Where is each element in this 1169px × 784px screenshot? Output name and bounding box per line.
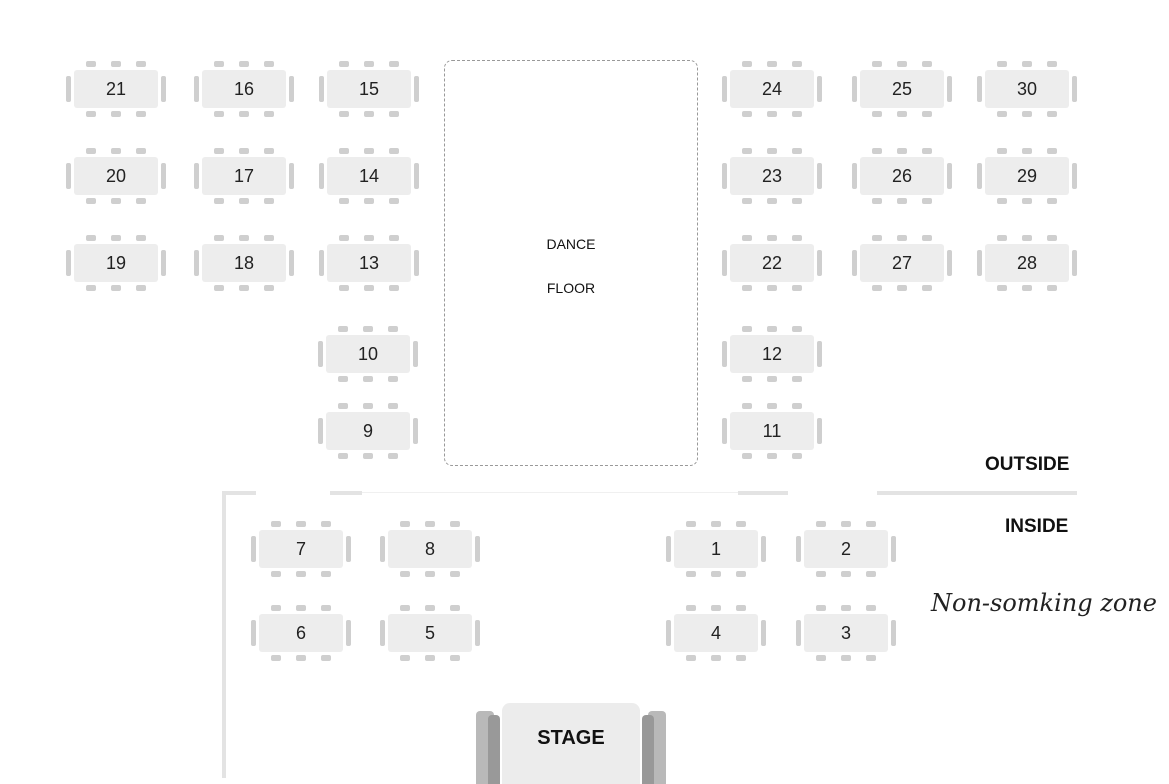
table-29[interactable]: 29 (977, 148, 1077, 204)
table-6[interactable]: 6 (251, 605, 351, 661)
non-smoking-zone-label: Non-somking zone (931, 589, 1157, 617)
table-20[interactable]: 20 (66, 148, 166, 204)
table-2[interactable]: 2 (796, 521, 896, 577)
table-10[interactable]: 10 (318, 326, 418, 382)
table-number: 21 (74, 70, 158, 108)
stage-label: STAGE (502, 703, 640, 784)
table-number: 17 (202, 157, 286, 195)
table-number: 18 (202, 244, 286, 282)
table-number: 13 (327, 244, 411, 282)
table-number: 14 (327, 157, 411, 195)
table-number: 23 (730, 157, 814, 195)
table-30[interactable]: 30 (977, 61, 1077, 117)
table-21[interactable]: 21 (66, 61, 166, 117)
table-18[interactable]: 18 (194, 235, 294, 291)
table-number: 20 (74, 157, 158, 195)
table-5[interactable]: 5 (380, 605, 480, 661)
table-number: 28 (985, 244, 1069, 282)
table-13[interactable]: 13 (319, 235, 419, 291)
table-28[interactable]: 28 (977, 235, 1077, 291)
table-19[interactable]: 19 (66, 235, 166, 291)
table-number: 2 (804, 530, 888, 568)
table-26[interactable]: 26 (852, 148, 952, 204)
table-number: 9 (326, 412, 410, 450)
table-number: 16 (202, 70, 286, 108)
stage-curtain-right-inner (642, 715, 654, 784)
wall-segment (877, 491, 1077, 495)
table-number: 1 (674, 530, 758, 568)
table-27[interactable]: 27 (852, 235, 952, 291)
table-number: 19 (74, 244, 158, 282)
table-number: 3 (804, 614, 888, 652)
table-23[interactable]: 23 (722, 148, 822, 204)
table-number: 4 (674, 614, 758, 652)
table-15[interactable]: 15 (319, 61, 419, 117)
table-1[interactable]: 1 (666, 521, 766, 577)
table-3[interactable]: 3 (796, 605, 896, 661)
dance-floor-label-2: FLOOR (546, 280, 596, 296)
table-number: 22 (730, 244, 814, 282)
table-number: 27 (860, 244, 944, 282)
table-number: 12 (730, 335, 814, 373)
wall-segment (222, 491, 256, 495)
table-12[interactable]: 12 (722, 326, 822, 382)
wall-segment (330, 491, 362, 495)
table-4[interactable]: 4 (666, 605, 766, 661)
inside-label: INSIDE (1005, 516, 1069, 537)
table-9[interactable]: 9 (318, 403, 418, 459)
table-number: 7 (259, 530, 343, 568)
table-number: 5 (388, 614, 472, 652)
table-14[interactable]: 14 (319, 148, 419, 204)
table-22[interactable]: 22 (722, 235, 822, 291)
table-number: 6 (259, 614, 343, 652)
dance-floor-label-1: DANCE (546, 236, 596, 252)
table-7[interactable]: 7 (251, 521, 351, 577)
table-number: 11 (730, 412, 814, 450)
table-number: 8 (388, 530, 472, 568)
inside-wall-left (222, 491, 226, 778)
table-8[interactable]: 8 (380, 521, 480, 577)
table-number: 10 (326, 335, 410, 373)
table-17[interactable]: 17 (194, 148, 294, 204)
stage: STAGE (476, 703, 666, 784)
table-number: 15 (327, 70, 411, 108)
table-25[interactable]: 25 (852, 61, 952, 117)
table-number: 29 (985, 157, 1069, 195)
outside-label: OUTSIDE (985, 454, 1070, 475)
table-number: 24 (730, 70, 814, 108)
stage-curtain-left-inner (488, 715, 500, 784)
table-11[interactable]: 11 (722, 403, 822, 459)
table-16[interactable]: 16 (194, 61, 294, 117)
table-number: 25 (860, 70, 944, 108)
doorway (362, 492, 738, 493)
wall-segment (738, 491, 788, 495)
table-24[interactable]: 24 (722, 61, 822, 117)
dance-floor: DANCE FLOOR (444, 60, 698, 466)
table-number: 26 (860, 157, 944, 195)
table-number: 30 (985, 70, 1069, 108)
